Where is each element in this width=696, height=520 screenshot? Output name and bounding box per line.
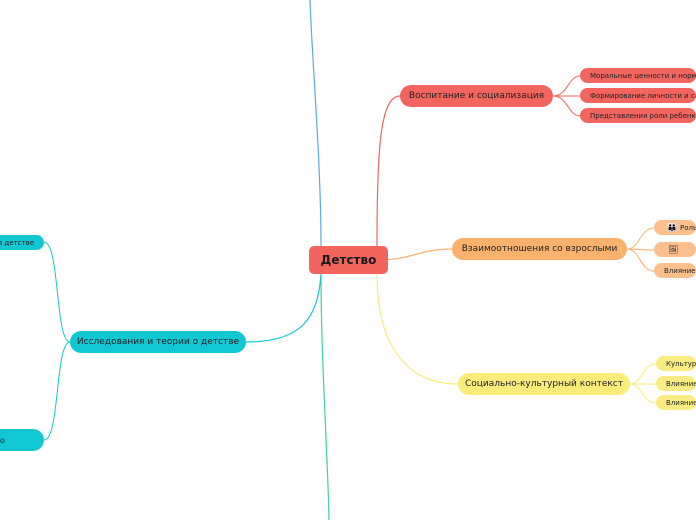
connector-upbringing [376, 95, 401, 247]
leaf-research-theory-label: о [0, 435, 5, 445]
connector-social [376, 273, 459, 385]
branch-research-label: Исследования и теории о детстве [76, 337, 240, 347]
branch-social-label: Социально-культурный контекст [464, 379, 623, 389]
leaf-adults-influence[interactable]: Влияние [654, 263, 696, 278]
leaf-social-influence-2[interactable]: Влияние [656, 395, 696, 410]
branch-upbringing-label: Воспитание и социализация [408, 91, 545, 101]
leaf-cultural-label: Культурные [666, 359, 696, 368]
connector-research [245, 273, 322, 343]
bottom-branch-line [320, 273, 330, 520]
leaf-moral-values-label: Моральные ценности и нормы [590, 71, 696, 80]
central-topic-label: Детство [320, 253, 377, 267]
connector-upbringing-leaves [552, 75, 581, 117]
leaf-personality[interactable]: Формирование личности и самосознания [580, 88, 696, 103]
leaf-adults-image[interactable]: 🖼 [654, 242, 696, 257]
branch-upbringing[interactable]: Воспитание и социализация [400, 85, 553, 107]
leaf-cultural[interactable]: Культурные [656, 356, 696, 371]
leaf-social-influence-1-label: Влияние [666, 379, 696, 388]
connector-adults-leaves [626, 227, 655, 272]
leaf-social-influence-2-label: Влияние [666, 398, 696, 407]
leaf-personality-label: Формирование личности и самосознания [590, 91, 696, 100]
leaf-parents-role-label: Роль родителей [679, 223, 696, 232]
picture-icon: 🖼 [668, 245, 679, 254]
leaf-child-role[interactable]: Представления роли ребенка в обществе [580, 108, 696, 123]
leaf-research-childhood[interactable]: в детстве [0, 235, 44, 250]
connector-social-leaves [629, 363, 657, 404]
connector-research-leaves [43, 241, 71, 441]
leaf-adults-influence-label: Влияние [664, 266, 696, 275]
leaf-research-theory[interactable]: о [0, 429, 44, 451]
connector-adults [379, 248, 453, 261]
leaf-child-role-label: Представления роли ребенка в обществе [590, 111, 696, 120]
leaf-social-influence-1[interactable]: Влияние [656, 376, 696, 391]
branch-adults-label: Взаимоотношения со взрослыми [461, 244, 618, 254]
leaf-parents-role[interactable]: 👪 Роль родителей [654, 220, 696, 235]
family-icon: 👪 [667, 223, 677, 232]
branch-adults[interactable]: Взаимоотношения со взрослыми [452, 238, 627, 260]
central-topic[interactable]: Детство [309, 246, 388, 274]
branch-social[interactable]: Социально-культурный контекст [458, 373, 630, 395]
top-branch-line [309, 0, 322, 247]
leaf-moral-values[interactable]: Моральные ценности и нормы [580, 68, 696, 83]
branch-research[interactable]: Исследования и теории о детстве [70, 331, 246, 353]
leaf-research-childhood-label: в детстве [0, 238, 34, 247]
